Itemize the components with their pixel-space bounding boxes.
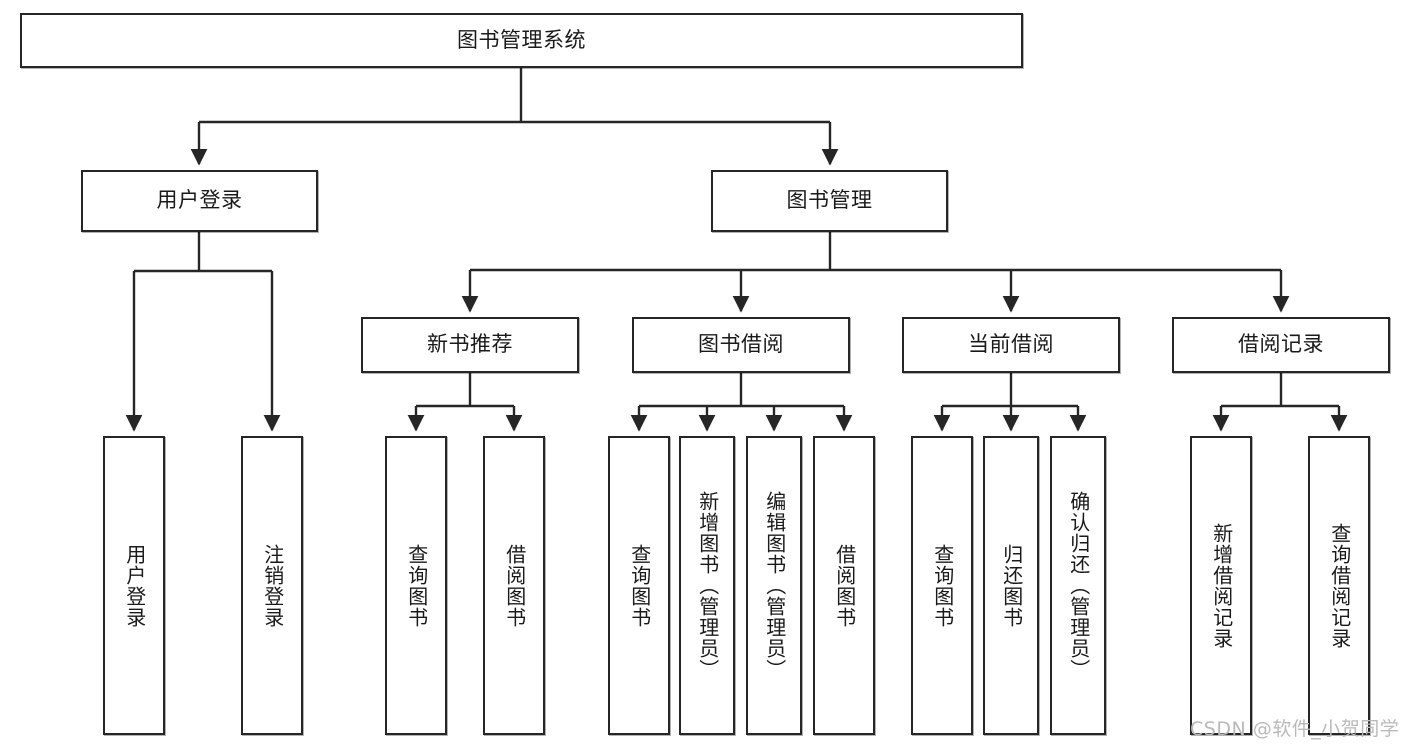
leaf-add-book-admin[interactable]: 新增图书（管理员）	[679, 436, 735, 735]
leaf-return-book[interactable]: 归还图书	[983, 436, 1039, 735]
node-current-borrow[interactable]: 当前借阅	[902, 317, 1120, 373]
node-book-borrow-label: 图书借阅	[698, 332, 784, 357]
node-root[interactable]: 图书管理系统	[20, 13, 1023, 68]
leaf-query-book-newbook-label: 查询图书	[404, 543, 429, 628]
csdn-watermark: CSDN @软件_小贺同学	[1190, 718, 1400, 740]
leaf-edit-book-admin[interactable]: 编辑图书（管理员）	[746, 436, 802, 735]
leaf-query-borrow-record-label: 查询借阅记录	[1327, 522, 1352, 649]
leaf-query-book-newbook[interactable]: 查询图书	[385, 436, 447, 735]
leaf-query-book-borrow[interactable]: 查询图书	[608, 436, 670, 735]
leaf-borrow-book[interactable]: 借阅图书	[813, 436, 875, 735]
node-root-label: 图书管理系统	[457, 27, 586, 52]
leaf-return-book-label: 归还图书	[999, 543, 1024, 628]
node-book-management[interactable]: 图书管理	[711, 170, 948, 232]
leaf-add-borrow-record[interactable]: 新增借阅记录	[1190, 436, 1252, 735]
leaf-query-book-current[interactable]: 查询图书	[911, 436, 973, 735]
node-new-book-recommend-label: 新书推荐	[427, 332, 513, 357]
leaf-edit-book-admin-label: 编辑图书（管理员）	[762, 491, 787, 680]
leaf-user-login[interactable]: 用户登录	[103, 436, 165, 735]
leaf-query-borrow-record[interactable]: 查询借阅记录	[1308, 436, 1370, 735]
leaf-user-login-label: 用户登录	[122, 543, 147, 628]
node-user-login[interactable]: 用户登录	[81, 170, 318, 232]
node-user-login-label: 用户登录	[156, 188, 243, 213]
leaf-add-borrow-record-label: 新增借阅记录	[1209, 522, 1234, 649]
leaf-query-book-current-label: 查询图书	[930, 543, 955, 628]
leaf-logout[interactable]: 注销登录	[241, 436, 303, 735]
node-borrow-record[interactable]: 借阅记录	[1172, 317, 1390, 373]
leaf-borrow-book-newbook[interactable]: 借阅图书	[483, 436, 545, 735]
leaf-logout-label: 注销登录	[260, 543, 285, 628]
leaf-confirm-return-admin[interactable]: 确认归还（管理员）	[1050, 436, 1106, 735]
leaf-query-book-borrow-label: 查询图书	[627, 543, 652, 628]
leaf-borrow-book-newbook-label: 借阅图书	[502, 543, 527, 628]
node-current-borrow-label: 当前借阅	[968, 332, 1054, 357]
leaf-borrow-book-label: 借阅图书	[832, 543, 857, 628]
leaf-add-book-admin-label: 新增图书（管理员）	[695, 491, 720, 680]
leaf-confirm-return-admin-label: 确认归还（管理员）	[1066, 491, 1091, 680]
node-book-management-label: 图书管理	[786, 188, 873, 213]
node-borrow-record-label: 借阅记录	[1238, 332, 1324, 357]
node-new-book-recommend[interactable]: 新书推荐	[361, 317, 579, 373]
node-book-borrow[interactable]: 图书借阅	[632, 317, 850, 373]
